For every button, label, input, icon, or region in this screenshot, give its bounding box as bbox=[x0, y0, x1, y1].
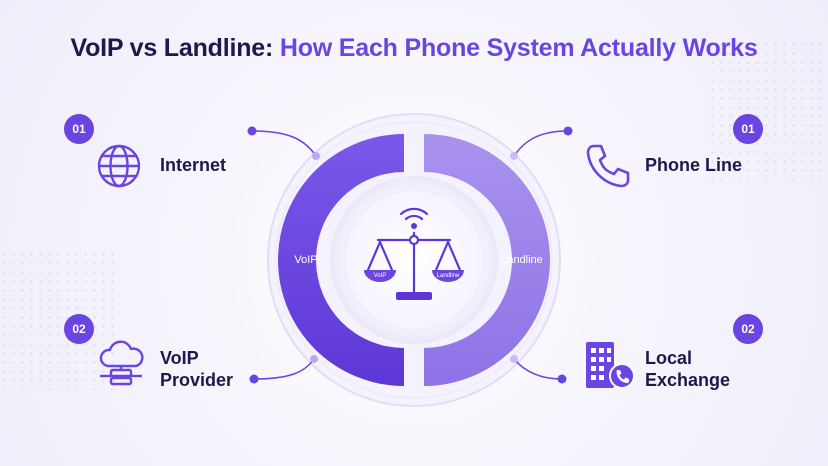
building-phone-icon bbox=[586, 342, 635, 389]
step-badge-local-exchange: 02 bbox=[733, 314, 763, 344]
scale-right-pan bbox=[432, 270, 464, 282]
title-part-2: How Each Phone System Actually Works bbox=[279, 34, 758, 62]
connectors bbox=[251, 130, 569, 380]
connector-dots bbox=[247, 126, 573, 384]
connector-phone-line bbox=[513, 130, 569, 157]
step-badge-phone-line: 01 bbox=[733, 114, 763, 144]
scale-left-pan bbox=[364, 270, 396, 282]
label-voip-provider: VoIP Provider bbox=[160, 348, 234, 390]
scale-right-pan-label: Landline bbox=[437, 273, 460, 279]
page-title: VoIP vs Landline: How Each Phone System … bbox=[0, 34, 828, 63]
cloud-server-icon bbox=[99, 340, 144, 386]
dot-pattern-right bbox=[708, 40, 828, 180]
dot-pattern-left bbox=[0, 250, 120, 390]
outer-ring-inner bbox=[275, 121, 553, 399]
label-internet: Internet bbox=[160, 155, 227, 175]
balance-scale-icon bbox=[366, 207, 462, 294]
voip-arc bbox=[278, 134, 404, 386]
connector-local-exchange bbox=[513, 358, 563, 380]
phone-icon bbox=[586, 144, 630, 188]
step-badge-voip-provider: 02 bbox=[64, 314, 94, 344]
landline-arc-label: Landline bbox=[501, 254, 543, 266]
title-part-1: VoIP vs Landline: bbox=[70, 34, 274, 62]
step-badge-internet: 01 bbox=[64, 114, 94, 144]
scale-left-pan-label: VoIP bbox=[374, 273, 387, 279]
globe-icon bbox=[97, 144, 141, 188]
inner-circle-ring bbox=[343, 189, 485, 331]
label-local-exchange: Local Exchange bbox=[645, 348, 731, 390]
voip-arc-label: VoIP bbox=[294, 254, 317, 266]
landline-arc bbox=[424, 134, 550, 386]
connector-voip-provider bbox=[253, 358, 315, 380]
connector-internet bbox=[251, 130, 317, 157]
scale-base bbox=[396, 292, 432, 300]
label-phone-line: Phone Line bbox=[645, 155, 743, 175]
